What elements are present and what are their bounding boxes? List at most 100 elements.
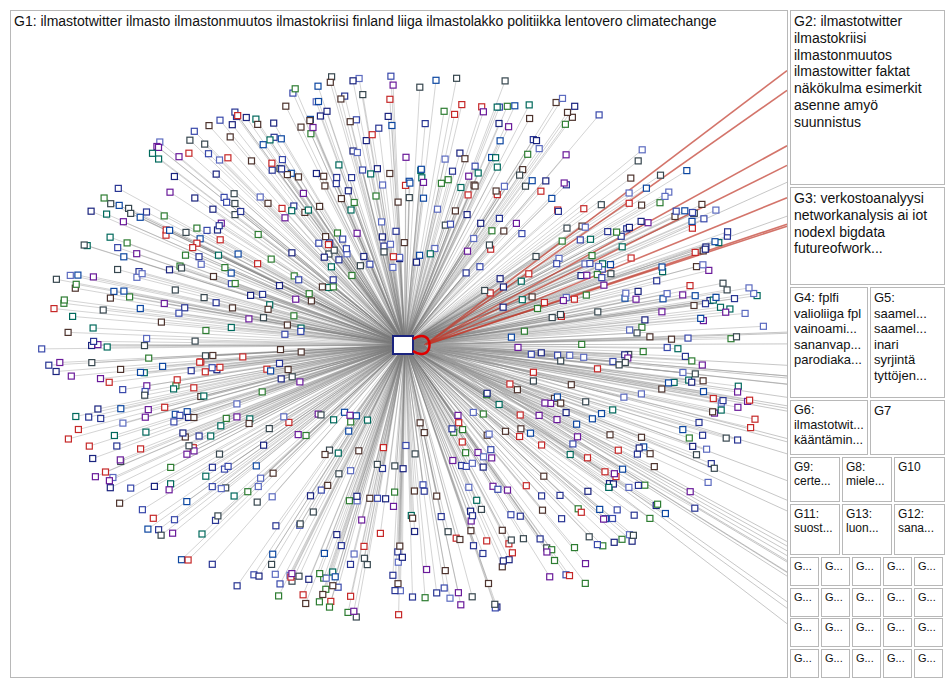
vertex-square [639, 147, 645, 153]
vertex-square [106, 478, 112, 484]
vertex-square [463, 270, 469, 276]
vertex-square [562, 121, 568, 127]
vertex-square [466, 484, 472, 490]
edge-line [94, 341, 405, 345]
vertex-square [469, 594, 475, 600]
vertex-square [296, 277, 302, 283]
vertex-square [543, 178, 549, 184]
vertex-square [700, 262, 706, 268]
vertex-square [560, 298, 566, 304]
vertex-square [434, 590, 440, 596]
edge-line [405, 107, 497, 345]
vertex-square [486, 581, 492, 587]
vertex-square [673, 208, 679, 214]
vertex-square [447, 595, 453, 601]
vertex-square [144, 336, 150, 342]
edge-line [405, 345, 665, 514]
vertex-square [88, 208, 94, 214]
vertex-square [347, 119, 353, 125]
edge-line [372, 135, 405, 345]
vertex-square [421, 195, 427, 201]
vertex-square [351, 200, 357, 206]
vertex-square [255, 121, 261, 127]
vertex-square [417, 420, 423, 426]
cross-group-line [425, 224, 787, 345]
vertex-square [291, 313, 297, 319]
vertex-square [145, 407, 151, 413]
vertex-square [515, 344, 521, 350]
vertex-square [572, 545, 578, 551]
vertex-square [499, 527, 505, 533]
cross-group-line [425, 345, 787, 411]
vertex-square [144, 209, 150, 215]
vertex-square [160, 363, 166, 369]
vertex-square [278, 376, 284, 382]
vertex-square [320, 592, 326, 598]
vertex-square [192, 195, 198, 201]
vertex-square [747, 397, 753, 403]
vertex-square [567, 573, 573, 579]
vertex-square [504, 103, 510, 109]
vertex-square [224, 199, 230, 205]
vertex-square [553, 100, 559, 106]
vertex-square [686, 435, 692, 441]
edge-line [405, 345, 721, 410]
vertex-square [526, 102, 532, 108]
vertex-square [325, 482, 331, 488]
edge-line [405, 232, 617, 345]
vertex-square [379, 234, 385, 240]
vertex-square [616, 362, 622, 368]
vertex-square [183, 229, 189, 235]
vertex-square [611, 539, 617, 545]
edge-line [405, 173, 478, 345]
vertex-square [558, 312, 564, 318]
edge-line [325, 186, 405, 345]
vertex-square [703, 301, 709, 307]
vertex-square [540, 507, 546, 513]
group-label: G2: ilmastotwitter ilmastokriisi ilmasto… [794, 13, 941, 131]
edge-line [335, 345, 405, 577]
vertex-square [101, 195, 107, 201]
vertex-square [335, 230, 341, 236]
edge-line [159, 147, 406, 345]
vertex-square [544, 549, 550, 555]
vertex-square [526, 271, 532, 277]
edge-line [129, 208, 405, 345]
cross-group-line [425, 345, 787, 572]
vertex-square [495, 486, 501, 492]
vertex-square [647, 451, 653, 457]
vertex-square [680, 370, 686, 376]
vertex-square [190, 245, 196, 251]
vertex-square [300, 190, 306, 196]
vertex-square [595, 366, 601, 372]
vertex-square [161, 213, 167, 219]
vertex-square [145, 526, 151, 532]
vertex-square [201, 295, 207, 301]
vertex-square [494, 164, 500, 170]
vertex-square [128, 485, 134, 491]
edge-line [321, 345, 405, 415]
vertex-square [142, 414, 148, 420]
vertex-square [517, 513, 523, 519]
vertex-square [297, 379, 303, 385]
vertex-square [254, 499, 260, 505]
vertex-square [245, 489, 251, 495]
vertex-square [620, 466, 626, 472]
vertex-square [144, 383, 150, 389]
vertex-square [669, 336, 675, 342]
vertex-square [480, 551, 486, 557]
vertex-square [539, 493, 545, 499]
vertex-square [470, 409, 476, 415]
vertex-square [305, 207, 311, 213]
vertex-square [209, 561, 215, 567]
edge-line [148, 345, 405, 529]
vertex-square [308, 131, 314, 137]
vertex-square [184, 451, 190, 457]
vertex-square [346, 498, 352, 504]
vertex-square [139, 507, 145, 513]
vertex-square [723, 309, 729, 315]
vertex-square [310, 509, 316, 515]
cross-group-line [425, 165, 787, 345]
vertex-square [162, 404, 168, 410]
group-box: G3: verkostoanalyysi networkanalysis ai … [790, 187, 945, 285]
